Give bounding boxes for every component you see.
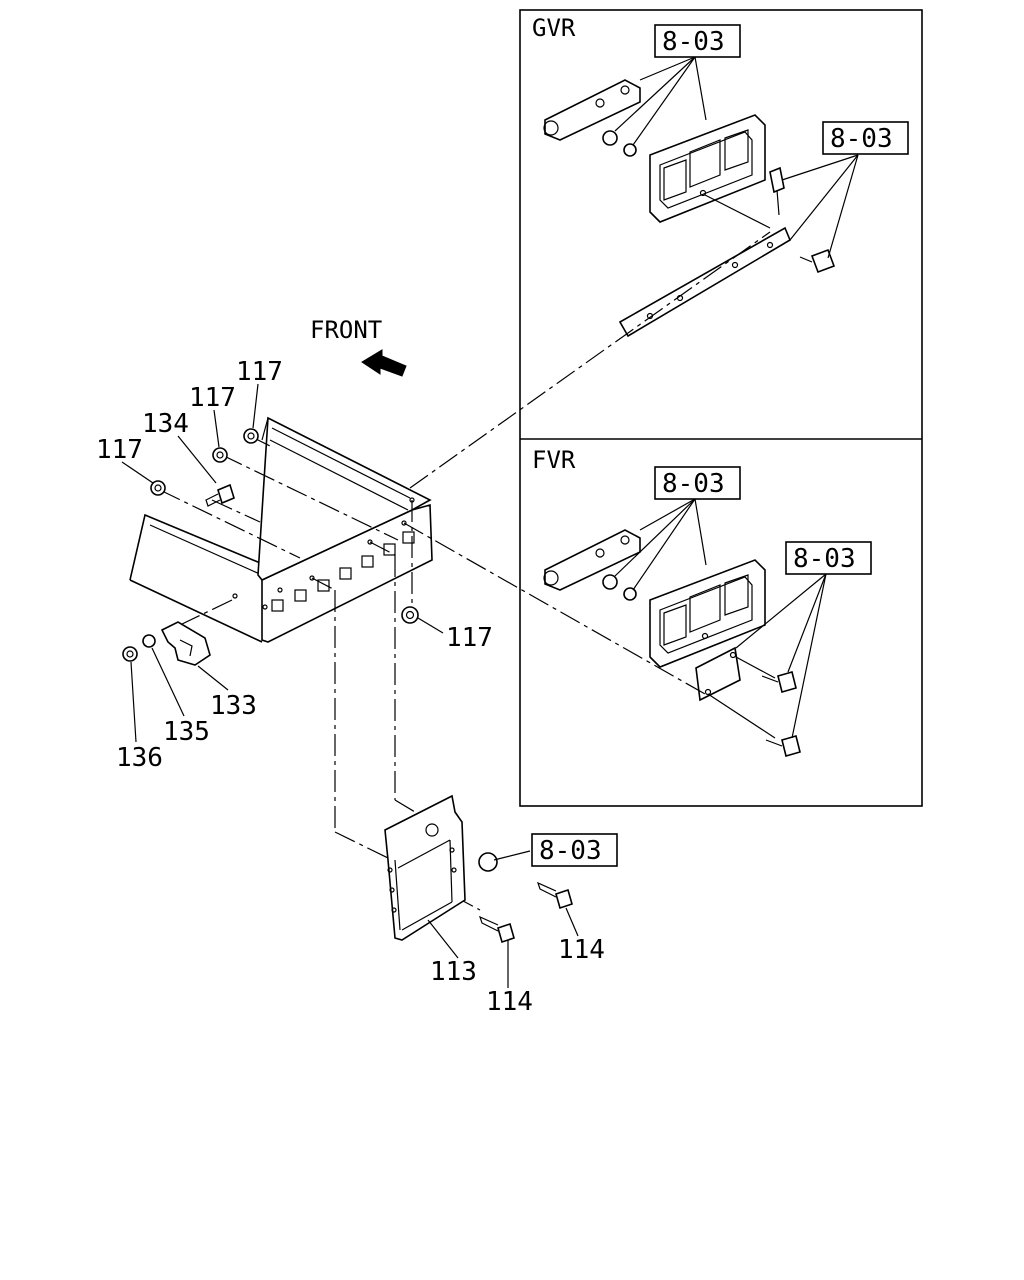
nut-117-d: [401, 606, 419, 624]
washer-135: [142, 634, 156, 648]
fvr-lamp-bracket: [544, 529, 641, 591]
nut-117-b: [212, 447, 228, 463]
bolt-114-b: [497, 922, 515, 944]
front-arrow-icon: [361, 349, 407, 377]
gvr-washer: [623, 143, 637, 157]
fvr-label: FVR: [532, 446, 576, 474]
inset-frame: [519, 9, 923, 807]
callout-113: 113: [430, 957, 477, 987]
gvr-top-ref[interactable]: 8-03: [662, 27, 725, 57]
fvr-lamp-assembly: 8-03 8-03: [543, 466, 872, 757]
bottom-ref[interactable]: 8-03: [539, 836, 602, 866]
grommet: [478, 852, 498, 872]
callout-117: 117: [189, 383, 236, 413]
gvr-side-ref-box[interactable]: [822, 121, 909, 155]
front-indicator: FRONT: [310, 316, 407, 377]
fvr-side-ref-box[interactable]: [785, 541, 872, 575]
bracket-113: [384, 794, 466, 941]
side-rail-lower: [129, 579, 263, 643]
gvr-bolt-lower: [810, 248, 836, 274]
fvr-bolt-upper: [777, 671, 797, 693]
fvr-nut: [602, 574, 618, 590]
gvr-bracket-hole: [543, 120, 559, 136]
callout-117: 117: [236, 357, 283, 387]
callout-133: 133: [210, 691, 257, 721]
gvr-side-ref[interactable]: 8-03: [830, 124, 893, 154]
gvr-label: GVR: [532, 14, 576, 42]
gvr-bolt-upper: [769, 166, 785, 194]
frame-fasteners: [122, 428, 419, 666]
bolt-134: [217, 483, 235, 505]
fvr-top-ref-box[interactable]: [654, 466, 741, 500]
lower-bracket-assembly: 8-03: [384, 794, 618, 944]
gvr-lamp-bracket: [544, 79, 641, 141]
fvr-bolt-lower: [781, 735, 801, 757]
gvr-top-ref-box[interactable]: [654, 24, 741, 58]
nut-136: [122, 646, 138, 662]
nut-117-c: [150, 480, 166, 496]
gvr-lamp-assembly: 8-03 8-03: [543, 24, 909, 338]
crossmember-top: [257, 416, 432, 581]
frame-crossmember: [129, 416, 433, 643]
front-label: FRONT: [310, 316, 382, 344]
callout-134: 134: [142, 409, 189, 439]
bolt-114-a: [555, 888, 573, 910]
callout-117: 117: [96, 435, 143, 465]
callout-numbers: 117 117 134 117 117 133 135 136 113 114 …: [96, 357, 605, 1017]
callout-117: 117: [446, 623, 493, 653]
callout-135: 135: [163, 717, 210, 747]
fvr-washer: [623, 587, 637, 601]
callout-114: 114: [558, 935, 605, 965]
callout-136: 136: [116, 743, 163, 773]
gvr-nut: [602, 130, 618, 146]
fvr-mount-plate: [695, 646, 741, 702]
side-rail-upper: [129, 513, 266, 581]
fvr-top-ref[interactable]: 8-03: [662, 469, 725, 499]
bottom-ref-box[interactable]: [531, 833, 618, 867]
assembly-lines: [159, 231, 771, 911]
fvr-side-ref[interactable]: 8-03: [793, 544, 856, 574]
inset-panels: GVR FVR: [519, 9, 923, 807]
callout-leaders: [121, 383, 579, 988]
nut-117-a: [243, 428, 259, 444]
callout-114: 114: [486, 987, 533, 1017]
